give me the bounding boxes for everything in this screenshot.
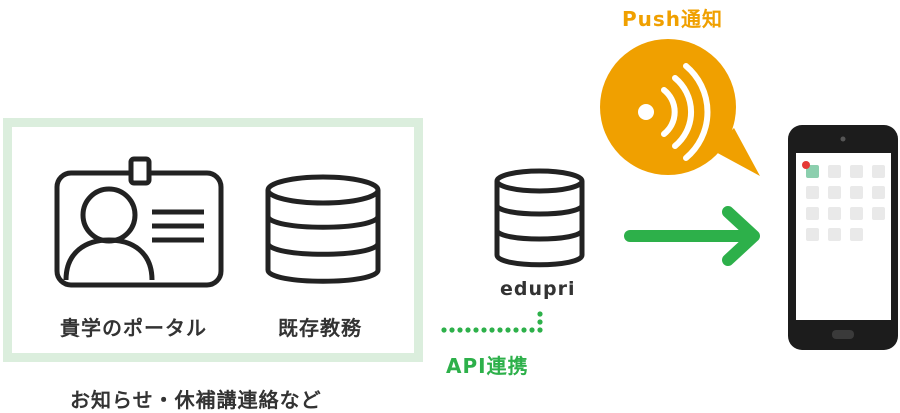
smartphone-icon	[788, 125, 898, 350]
id-card-icon	[54, 156, 224, 288]
app-grid	[806, 165, 885, 241]
wifi-broadcast-icon	[638, 63, 711, 161]
notification-dot	[802, 161, 810, 169]
push-label: Push通知	[622, 7, 724, 31]
school-systems-box	[3, 118, 423, 362]
caption-label: お知らせ・休補講連絡など	[70, 388, 322, 412]
api-label: API連携	[446, 354, 529, 378]
database-icon	[265, 174, 381, 284]
portal-label: 貴学のポータル	[60, 316, 207, 340]
edupri-database-icon	[494, 168, 585, 268]
kyomu-label: 既存教務	[278, 316, 362, 340]
push-bubble	[600, 39, 760, 176]
arrow-right-icon	[624, 206, 760, 266]
api-connector	[441, 311, 543, 333]
edupri-label: edupri	[500, 278, 576, 300]
